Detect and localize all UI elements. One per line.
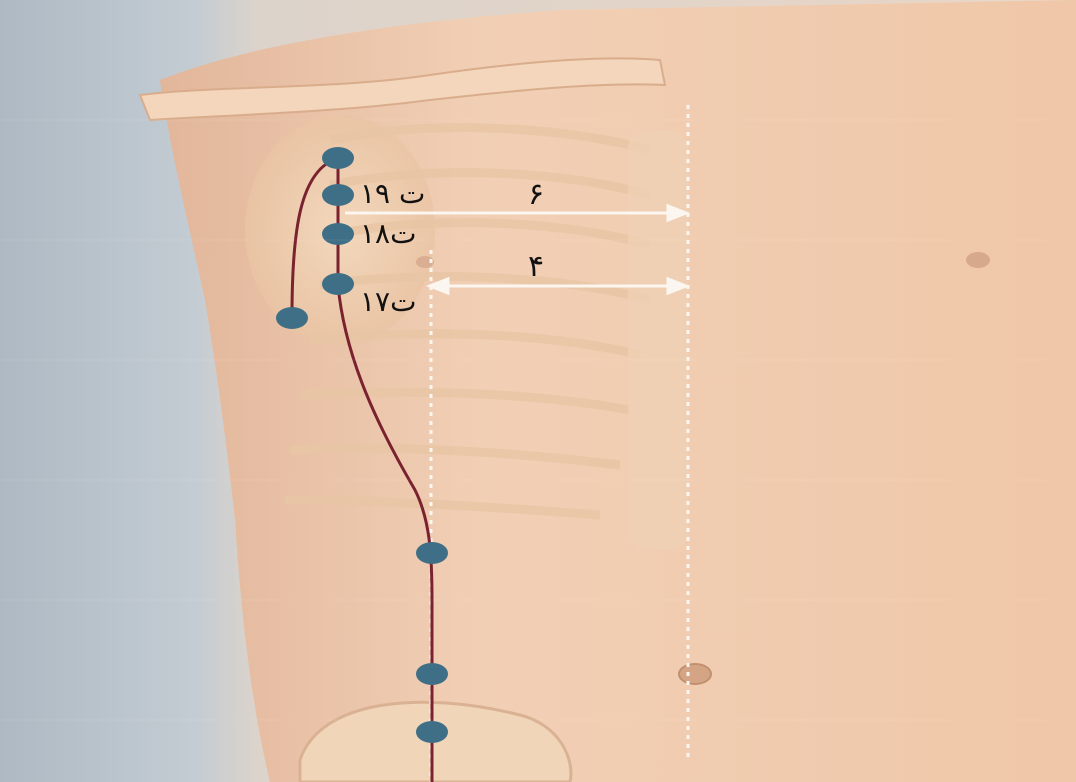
acupoint-abdomen-1	[416, 542, 448, 564]
acupoint-abdomen-2	[416, 663, 448, 685]
acupoint-abdomen-3	[416, 721, 448, 743]
point-label-t19: ت ١٩	[360, 180, 425, 208]
sternum	[628, 130, 688, 550]
torso	[160, 0, 1076, 782]
acupoint-t18	[322, 223, 354, 245]
right-nipple	[966, 252, 990, 268]
acupoint-top	[322, 147, 354, 169]
acupoint-t19	[322, 184, 354, 206]
distance-label-upper: ۶	[528, 180, 544, 210]
distance-label-lower: ۴	[528, 252, 544, 282]
acupoint-t17	[322, 273, 354, 295]
acupoint-branch	[276, 307, 308, 329]
point-label-t18: ت١٨	[360, 220, 416, 248]
point-label-t17: ت١٧	[360, 288, 416, 316]
navel	[679, 664, 711, 684]
